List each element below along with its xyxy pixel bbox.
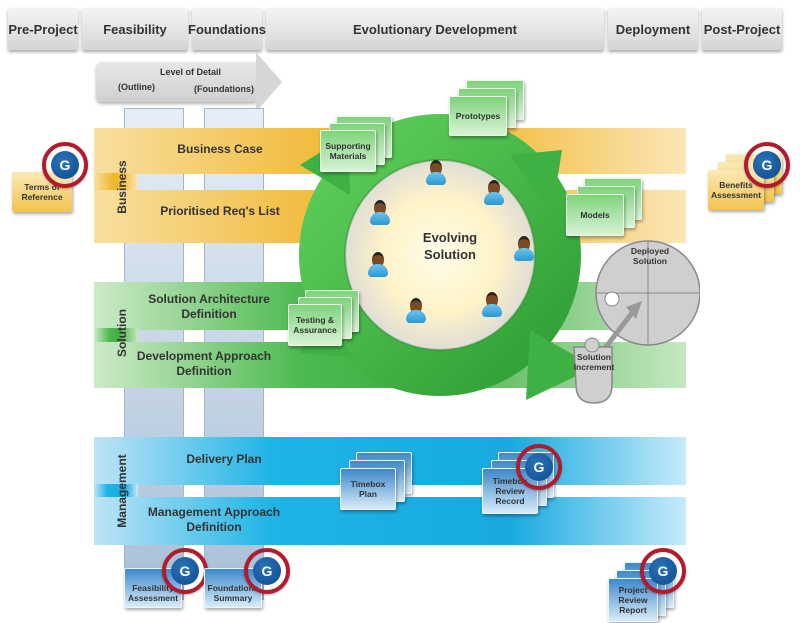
gateway-g-icon: G	[171, 557, 199, 585]
gateway-badge-foundations: G	[244, 548, 290, 594]
management-approach-label: Management Approach Definition	[147, 505, 281, 534]
level-of-detail-arrowhead	[256, 52, 282, 112]
gateway-badge-timebox-review: G	[516, 444, 562, 490]
phase-foundations: Foundations	[188, 8, 266, 50]
increment-arrowhead	[626, 301, 642, 319]
prototypes-doc: Prototypes	[449, 96, 507, 136]
phase-deployment: Deployment	[608, 8, 698, 50]
person-icon	[514, 236, 534, 262]
level-of-detail-start: (Outline)	[118, 82, 155, 92]
level-of-detail-end: (Foundations)	[194, 84, 254, 94]
development-approach-label: Development Approach Definition	[136, 349, 272, 378]
evolving-solution-label: Evolving Solution	[422, 230, 478, 262]
gateway-g-icon: G	[753, 151, 781, 179]
business-case-label: Business Case	[177, 142, 263, 156]
phase-feasibility: Feasibility	[82, 8, 188, 50]
phase-evolutionary-development: Evolutionary Development	[266, 8, 604, 50]
solution-increment-label: Solution Increment	[573, 352, 615, 373]
timebox-plan-doc: Timebox Plan	[340, 468, 396, 510]
cycle-arrowhead-right	[510, 150, 562, 213]
gateway-badge-project-review: G	[640, 548, 686, 594]
person-icon	[482, 292, 502, 318]
gateway-g-icon: G	[253, 557, 281, 585]
gateway-g-icon: G	[51, 151, 79, 179]
delivery-plan-label: Delivery Plan	[186, 452, 262, 466]
cycle-arrowhead-bottom	[526, 330, 595, 400]
level-of-detail-title: Level of Detail	[160, 67, 222, 77]
phase-pre-project: Pre-Project	[8, 8, 78, 50]
person-icon	[426, 160, 446, 186]
level-of-detail-arrow	[96, 62, 256, 102]
prioritised-reqs-label: Prioritised Req's List	[160, 204, 280, 218]
phase-post-project: Post-Project	[702, 8, 782, 50]
solution-architecture-label: Solution Architecture Definition	[148, 292, 270, 321]
management-band-label: Management	[115, 454, 129, 528]
gateway-badge-feasibility: G	[162, 548, 208, 594]
project-review-doc: Project Review Report	[608, 578, 658, 622]
person-icon	[484, 180, 504, 206]
gateway-g-icon: G	[649, 557, 677, 585]
testing-assurance-doc: Testing & Assurance	[288, 304, 342, 346]
gateway-badge-benefits-assessment: G	[744, 142, 790, 188]
management-label-band	[94, 484, 138, 498]
solution-label-band	[94, 328, 138, 342]
gateway-badge-terms-of-reference: G	[42, 142, 88, 188]
models-doc: Models	[566, 194, 624, 236]
gateway-g-icon: G	[525, 453, 553, 481]
business-band-label: Business	[115, 160, 129, 214]
deployment-puzzle	[573, 240, 700, 404]
person-icon	[368, 252, 388, 278]
deployed-solution-label: Deployed Solution	[630, 246, 670, 267]
solution-increment-puzzle	[573, 346, 613, 404]
cycle-ring	[299, 114, 581, 396]
person-icon	[370, 200, 390, 226]
supporting-materials-doc: Supporting Materials	[320, 130, 376, 172]
person-icon	[406, 298, 426, 324]
